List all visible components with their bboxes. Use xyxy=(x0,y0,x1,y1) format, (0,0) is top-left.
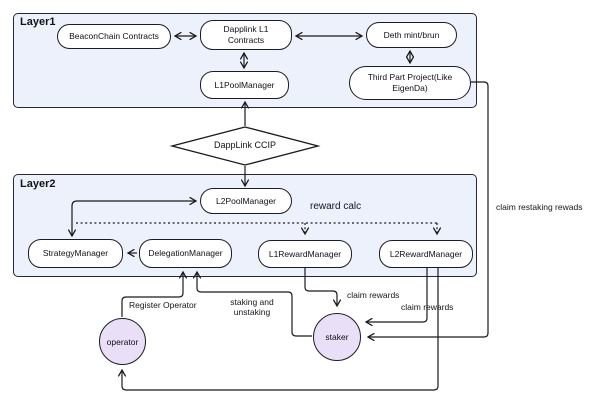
actor-staker: staker xyxy=(313,313,361,361)
label-claim-restaking-rewads: claim restaking rewads xyxy=(496,202,583,212)
edge-staker-delegation xyxy=(192,270,312,337)
node-dapplink-ccip: DappLink CCIP xyxy=(213,140,277,150)
node-delegationmanager: DelegationManager xyxy=(139,239,232,268)
node-l2rewardmanager: L2RewardManager xyxy=(379,240,473,268)
label-claim-rewards-l1: claim rewards xyxy=(347,290,400,300)
node-beaconchain-contracts: BeaconChain Contracts xyxy=(57,24,171,49)
node-third-part-project: Third Part Project(Like EigenDa) xyxy=(349,66,471,100)
node-dapplink-l1-contracts: Dapplink L1 Contracts xyxy=(200,20,292,50)
label-staking-and-unstaking: staking and unstaking xyxy=(230,297,274,318)
node-l1rewardmanager: L1RewardManager xyxy=(258,240,352,268)
actor-operator: operator xyxy=(99,318,146,365)
label-claim-rewards-l2: claim rewards xyxy=(401,302,454,312)
edge-thirdpart-staker xyxy=(366,81,489,342)
label-reward-calc: reward calc xyxy=(310,201,362,212)
edge-l2reward-staker xyxy=(364,268,428,327)
node-l1poolmanager: L1PoolManager xyxy=(200,71,289,99)
layer2-label: Layer2 xyxy=(20,178,56,190)
layer1-label: Layer1 xyxy=(20,16,56,28)
edge-strategy-l2pool xyxy=(67,196,198,238)
edge-l2reward-operator xyxy=(117,268,439,391)
edge-operator-delegation xyxy=(121,270,188,317)
node-l2poolmanager: L2PoolManager xyxy=(200,188,292,214)
node-strategymanager: StrategyManager xyxy=(28,239,123,268)
node-deth-mint-brun: Deth mint/brun xyxy=(366,22,457,48)
ccip-diamond xyxy=(169,126,321,166)
label-register-operator: Register Operator xyxy=(129,300,197,310)
edge-l1reward-staker xyxy=(304,268,342,308)
